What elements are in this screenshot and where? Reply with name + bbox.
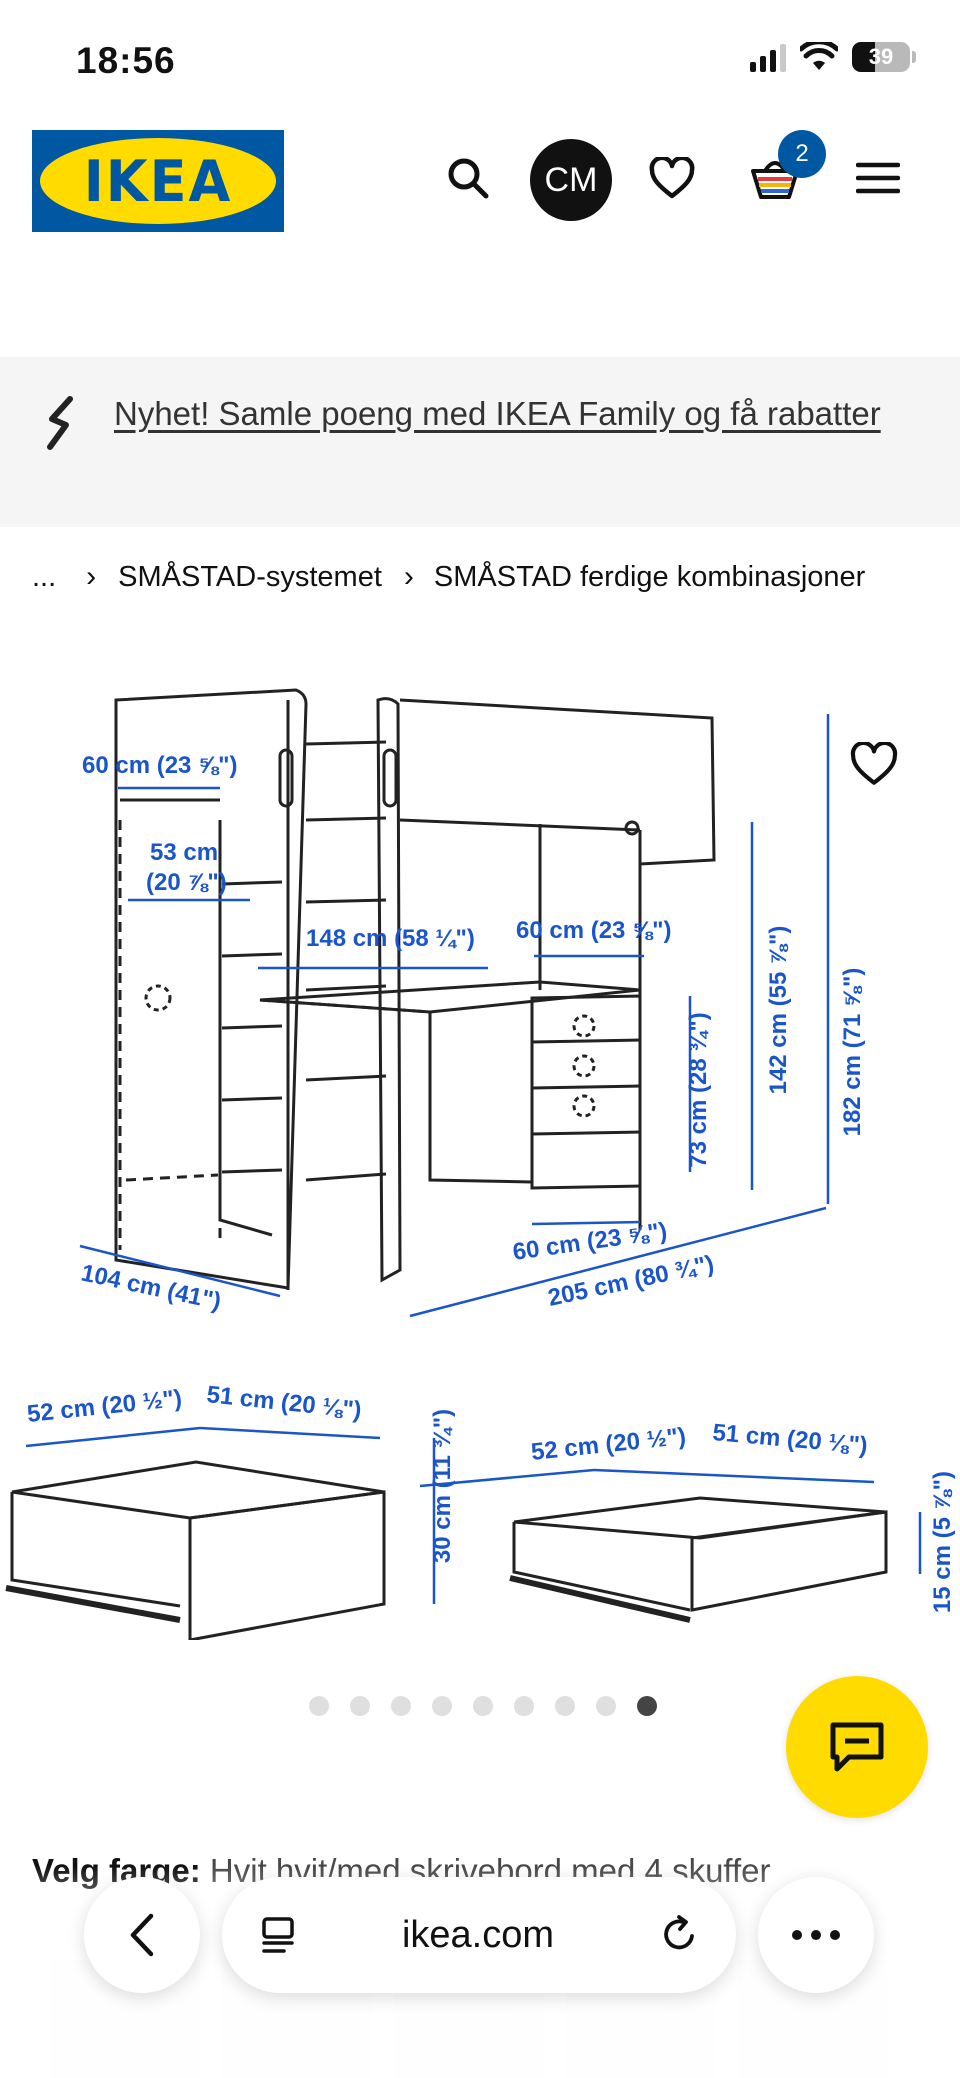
dim-label: 30 cm (11 ¾")	[429, 1409, 456, 1563]
dim-label: 52 cm (20 ½")	[530, 1423, 687, 1466]
breadcrumb-ellipsis[interactable]: ...	[32, 560, 57, 593]
browser-back-button[interactable]	[84, 1877, 200, 1993]
chat-bubble-icon	[830, 1722, 884, 1772]
dim-label: 60 cm (23 ⅝")	[516, 917, 671, 944]
status-bar: 18:56 39	[0, 0, 960, 120]
address-bar[interactable]: ikea.com	[222, 1877, 736, 1993]
breadcrumb-separator: ›	[403, 560, 414, 593]
carousel-dot[interactable]	[350, 1696, 370, 1716]
chat-button[interactable]	[786, 1676, 928, 1818]
dim-label: 53 cm	[150, 839, 218, 866]
dim-label: 73 cm (28 ¾")	[685, 1012, 712, 1167]
breadcrumb-separator: ›	[86, 560, 97, 593]
cellular-signal-icon	[750, 42, 786, 72]
dim-label: 104 cm (41")	[79, 1259, 224, 1315]
carousel-dot[interactable]	[473, 1696, 493, 1716]
dim-label: (20 ⅞")	[146, 869, 227, 896]
carousel-dots	[0, 1696, 960, 1716]
carousel-dot-active[interactable]	[637, 1696, 657, 1716]
status-indicators: 39	[750, 42, 916, 72]
carousel-dot[interactable]	[555, 1696, 575, 1716]
status-time: 18:56	[76, 40, 176, 81]
chevron-left-icon	[130, 1913, 154, 1957]
dim-label: 51 cm (20 ⅛")	[205, 1381, 362, 1424]
battery-icon: 39	[852, 42, 910, 72]
carousel-dot[interactable]	[432, 1696, 452, 1716]
carousel-dot[interactable]	[514, 1696, 534, 1716]
breadcrumb-item-combinations[interactable]: SMÅSTAD ferdige kombinasjoner	[433, 560, 866, 593]
heart-icon[interactable]	[642, 148, 702, 208]
dim-label: 60 cm (23 ⅝")	[82, 752, 237, 779]
add-to-favourites-heart-icon[interactable]	[850, 740, 906, 798]
dim-label: 52 cm (20 ½")	[26, 1385, 183, 1428]
ikea-logo[interactable]: IKEA	[32, 130, 284, 232]
product-dimension-drawing[interactable]: 60 cm (23 ⅝") 53 cm (20 ⅞") 148 cm (58 ¼…	[0, 660, 960, 1640]
dim-label: 182 cm (71 ⅝")	[839, 968, 866, 1137]
browser-more-button[interactable]	[758, 1877, 874, 1993]
url-text: ikea.com	[401, 1913, 555, 1956]
logo-text: IKEA	[83, 147, 233, 215]
dim-label: 15 cm (5 ⅞")	[929, 1471, 956, 1613]
dim-label: 148 cm (58 ¼")	[306, 925, 475, 952]
reload-icon[interactable]	[658, 1914, 700, 1956]
promo-banner: Nyhet! Samle poeng med IKEA Family og få…	[0, 357, 960, 527]
menu-icon[interactable]	[848, 148, 908, 208]
dim-label: 51 cm (20 ⅛")	[711, 1419, 868, 1459]
cart-count-badge: 2	[778, 130, 826, 178]
carousel-dot[interactable]	[596, 1696, 616, 1716]
promo-link[interactable]: Nyhet! Samle poeng med IKEA Family og få…	[114, 395, 881, 432]
wifi-icon	[800, 42, 838, 70]
more-dots-icon	[792, 1930, 840, 1940]
carousel-dot[interactable]	[391, 1696, 411, 1716]
breadcrumb-item-smastad-system[interactable]: SMÅSTAD-systemet	[118, 560, 382, 593]
link-icon	[47, 396, 73, 450]
page-menu-icon[interactable]	[258, 1915, 298, 1955]
breadcrumb: ... › SMÅSTAD-systemet › SMÅSTAD ferdige…	[32, 560, 865, 594]
search-icon[interactable]	[438, 148, 498, 208]
profile-avatar[interactable]: CM	[530, 139, 612, 221]
carousel-dot[interactable]	[309, 1696, 329, 1716]
battery-level: 39	[868, 44, 894, 69]
site-header: IKEA CM 2	[0, 120, 960, 240]
dim-label: 142 cm (55 ⅞")	[765, 926, 792, 1095]
